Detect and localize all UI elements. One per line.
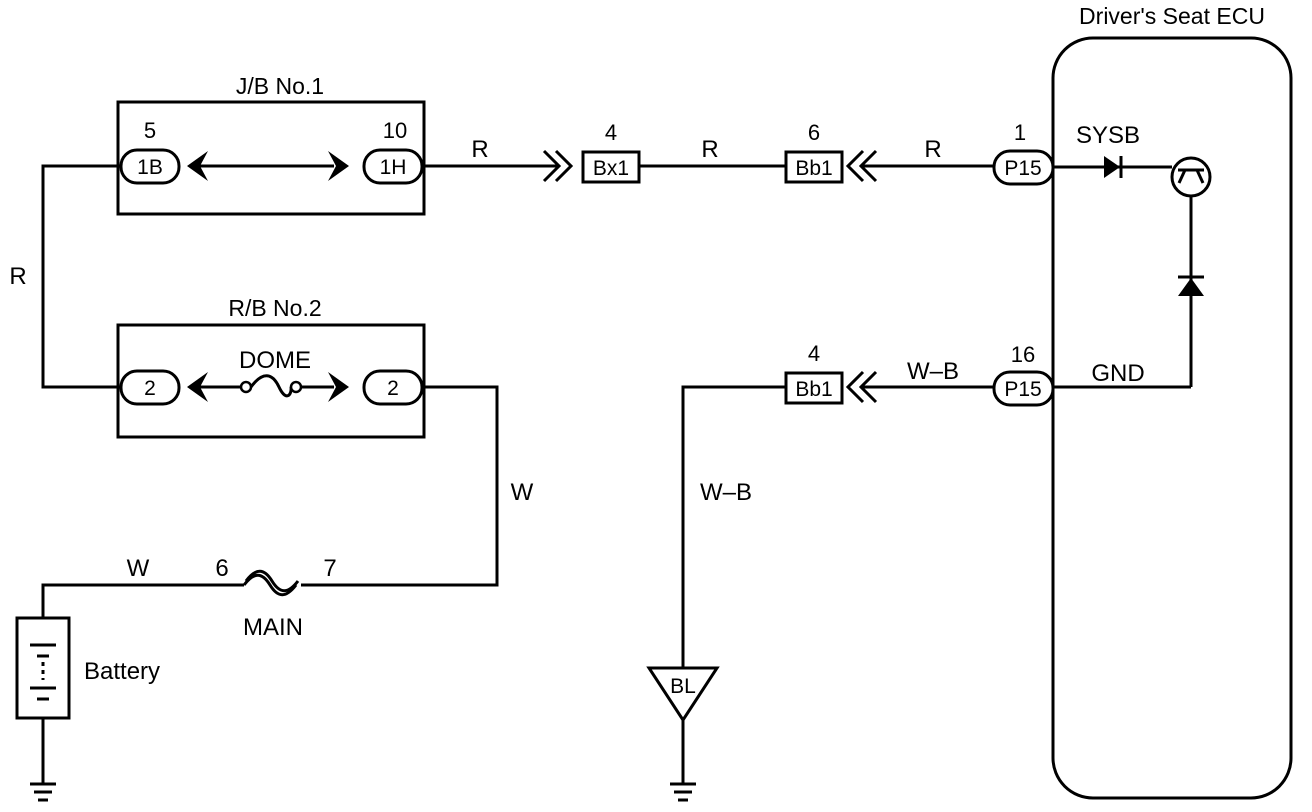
main-fuse-pin-right: 7 (323, 555, 336, 582)
relay-block-2: R/B No.2 2 DOME 2 (116, 295, 426, 439)
connector-p15-bottom-label: P15 (1004, 378, 1041, 401)
wire-color-main-to-battery: W (127, 555, 150, 582)
dome-fuse-terminal-right (289, 380, 303, 394)
rb2-left-chevron-icon (187, 372, 208, 402)
ecu-title: Driver's Seat ECU (1079, 3, 1265, 29)
connector-bb1-top-label: Bb1 (795, 157, 832, 180)
wire-color-ground-vertical: W–B (700, 479, 752, 506)
rb2-right-chevron-icon (328, 372, 349, 402)
jb1-left-pin: 5 (144, 118, 156, 143)
jb1-title: J/B No.1 (236, 73, 324, 99)
bb1-bottom-chevron-inner-icon (845, 370, 865, 404)
wire-color-bx1-to-bb1: R (701, 136, 718, 163)
transistor-emitter (1177, 169, 1187, 184)
bb1-bottom-chevron-outer-icon (858, 370, 878, 404)
rb2-left-connector-label: 2 (144, 377, 156, 400)
dome-fuse-icon (249, 374, 293, 398)
ecu-outline (1051, 36, 1293, 800)
bx1-chevron-outer-icon (542, 149, 562, 183)
connector-bb1-top (784, 150, 844, 184)
battery-outline (15, 616, 71, 720)
ground-point-bl-icon (646, 666, 720, 723)
jb1-connector-1b-label: 1B (137, 156, 163, 179)
transistor-collector (1195, 169, 1205, 184)
ground-diode-icon (1178, 278, 1204, 296)
wire-rb2-to-main (301, 385, 499, 587)
wire-bb1-to-ground-point (681, 385, 786, 668)
main-fuse-icon (242, 573, 298, 597)
wire-main-to-battery (41, 583, 244, 618)
rb2-right-connector-label: 2 (387, 377, 399, 400)
transistor-icon (1170, 156, 1212, 198)
bl-ground-icon (670, 782, 696, 802)
main-fuse-label: MAIN (243, 614, 303, 641)
main-fuse-icon-outline (244, 569, 300, 593)
jb1-right-chevron-icon (328, 151, 349, 181)
wire-color-bb1-to-p15: R (924, 136, 941, 163)
battery-label: Battery (84, 658, 160, 685)
main-fusible-link: 6 7 MAIN (215, 555, 336, 641)
bb1-top-chevron-inner-icon (845, 149, 865, 183)
rb2-title: R/B No.2 (228, 295, 321, 321)
connector-bb1-top-pin: 6 (808, 120, 820, 145)
bx1-chevron-inner-icon (554, 149, 574, 183)
jb1-left-chevron-icon (187, 151, 208, 181)
rb2-outline (116, 323, 426, 439)
wire-color-jb1-to-bx1: R (471, 136, 488, 163)
connector-bx1-label: Bx1 (593, 157, 629, 180)
terminal-gnd-label: GND (1091, 360, 1144, 387)
terminal-sysb-label: SYSB (1076, 122, 1140, 149)
jb1-right-pin: 10 (383, 118, 407, 143)
connector-bx1-pin: 4 (605, 120, 617, 145)
jb1-outline (116, 100, 426, 216)
connector-p15-top-label: P15 (1004, 157, 1041, 180)
jb1-connector-1h-label: 1H (380, 156, 407, 179)
wire-color-left-vertical: R (9, 263, 26, 290)
connector-bb1-bottom-pin: 4 (808, 341, 820, 366)
drivers-seat-ecu: Driver's Seat ECU (1051, 3, 1293, 800)
connector-p15-top-pin: 1 (1014, 120, 1026, 145)
connector-bb1-bottom-label: Bb1 (795, 378, 832, 401)
battery: Battery (15, 616, 160, 720)
junction-block-1: J/B No.1 5 10 1B 1H (116, 73, 426, 216)
wire-color-bb1-to-p15-ground: W–B (907, 358, 959, 385)
battery-ground-icon (30, 782, 56, 802)
connector-p15-bottom-pin: 16 (1011, 342, 1035, 367)
wire-jb1-to-rb2 (41, 164, 121, 389)
wire-color-rb2-to-main: W (511, 479, 534, 506)
dome-fuse-label: DOME (239, 347, 311, 374)
ground-point-bl-label: BL (670, 675, 696, 698)
dome-fuse-terminal-left (239, 380, 253, 394)
main-fuse-pin-left: 6 (215, 555, 228, 582)
sysb-diode-icon (1104, 156, 1120, 178)
